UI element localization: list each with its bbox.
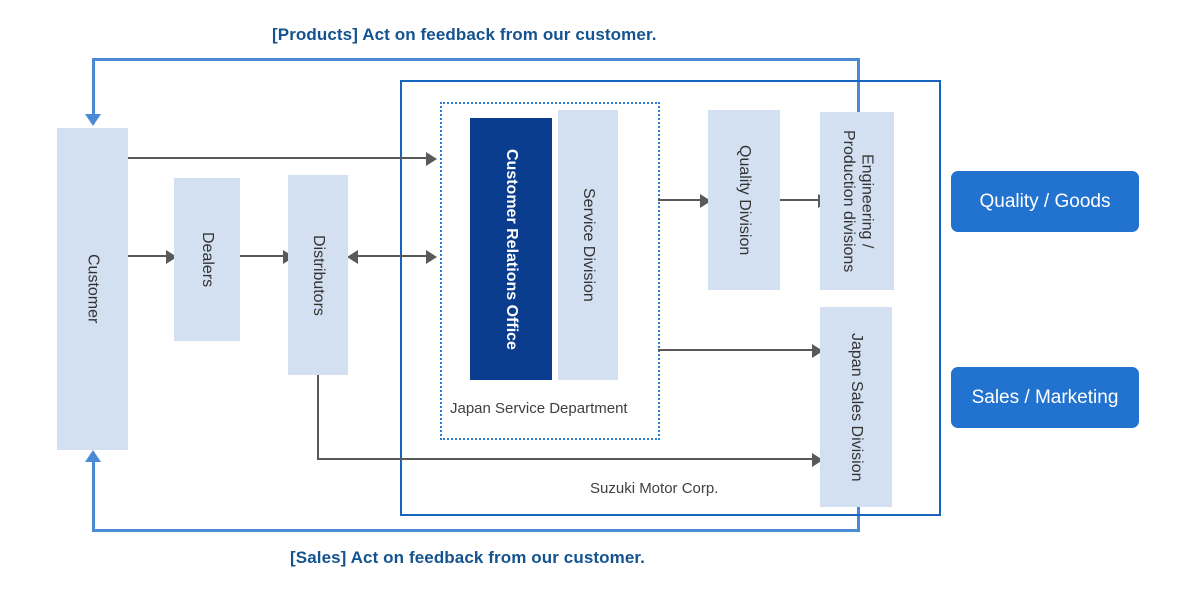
node-dealers[interactable]: Dealers <box>174 178 240 341</box>
legend-quality-goods[interactable]: Quality / Goods <box>951 171 1139 232</box>
products-feedback-line-left-vertical <box>92 58 95 116</box>
node-japan-sales-division[interactable]: Japan Sales Division <box>820 307 892 507</box>
connector-customer-to-department <box>128 157 428 159</box>
connector-distributors-to-department <box>356 255 428 257</box>
connector-distributors-to-japan-sales <box>317 458 814 460</box>
legend-sales-marketing[interactable]: Sales / Marketing <box>951 367 1139 428</box>
legend-sales-marketing-label: Sales / Marketing <box>971 386 1119 408</box>
products-feedback-caption: [Products] Act on feedback from our cust… <box>272 25 657 44</box>
node-quality-division-label: Quality Division <box>736 144 754 256</box>
sales-feedback-line-right-vertical <box>857 505 860 532</box>
node-service-division-label: Service Division <box>580 188 598 302</box>
products-feedback-line-right-vertical <box>857 58 860 114</box>
connector-customer-to-department-arrowhead <box>426 152 437 166</box>
node-service-division[interactable]: Service Division <box>558 110 618 380</box>
sales-feedback-line-left-vertical <box>92 462 95 532</box>
node-customer-relations-office[interactable]: Customer Relations Office <box>470 118 552 380</box>
node-customer-relations-office-label: Customer Relations Office <box>503 148 521 350</box>
node-engineering-production-divisions[interactable]: Engineering / Production divisions <box>820 112 894 290</box>
node-distributors[interactable]: Distributors <box>288 175 348 375</box>
suzuki-motor-corp-frame <box>400 80 941 516</box>
connector-distributors-to-department-arrowhead-left <box>347 250 358 264</box>
node-japan-sales-division-label: Japan Sales Division <box>848 332 866 482</box>
japan-service-department-label: Japan Service Department <box>450 400 628 417</box>
sales-feedback-caption: [Sales] Act on feedback from our custome… <box>290 548 645 567</box>
connector-service-to-japan-sales-arrowhead <box>812 344 823 358</box>
connector-service-to-japan-sales <box>658 349 814 351</box>
node-dealers-label: Dealers <box>199 231 217 288</box>
connector-distributors-to-department-arrowhead-right <box>426 250 437 264</box>
connector-quality-to-engineering <box>780 199 820 201</box>
node-engineering-production-divisions-label: Engineering / Production divisions <box>840 129 876 273</box>
connector-service-to-quality-arrowhead <box>700 194 711 208</box>
connector-customer-to-dealers-arrowhead <box>166 250 177 264</box>
suzuki-motor-corp-label: Suzuki Motor Corp. <box>590 480 719 497</box>
connector-distributors-down-vertical <box>317 375 319 460</box>
node-customer[interactable]: Customer <box>57 128 128 450</box>
japan-service-department-frame <box>440 102 660 440</box>
products-feedback-line-horizontal <box>92 58 860 61</box>
sales-feedback-arrowhead <box>85 450 101 462</box>
connector-customer-to-dealers <box>128 255 168 257</box>
legend-quality-goods-label: Quality / Goods <box>979 190 1111 212</box>
connector-service-to-quality <box>658 199 702 201</box>
node-quality-division[interactable]: Quality Division <box>708 110 780 290</box>
node-customer-label: Customer <box>84 254 102 324</box>
connector-dealers-to-distributors <box>240 255 285 257</box>
connector-distributors-to-japan-sales-arrowhead <box>812 453 823 467</box>
products-feedback-arrowhead <box>85 114 101 126</box>
node-distributors-label: Distributors <box>310 234 328 316</box>
sales-feedback-line-horizontal <box>92 529 860 532</box>
